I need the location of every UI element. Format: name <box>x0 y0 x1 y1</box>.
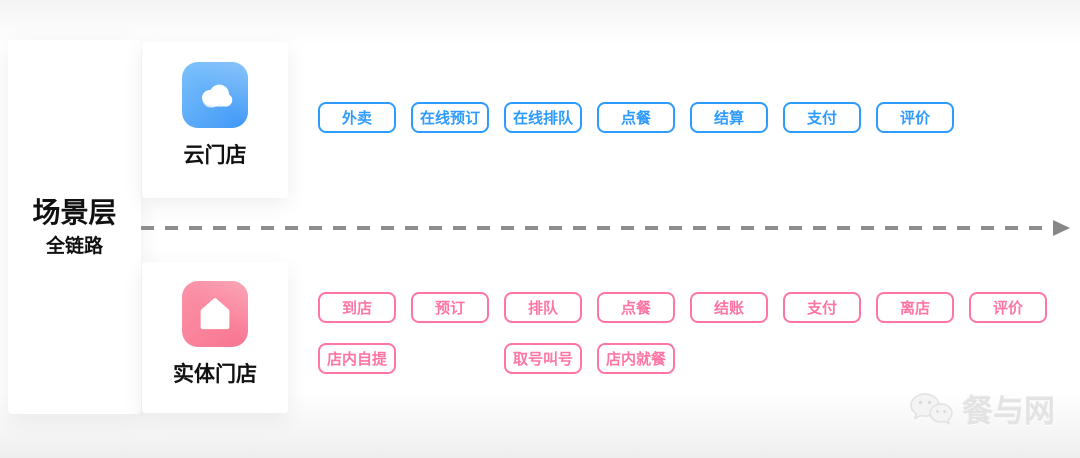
store-step-arrive: 到店 <box>318 292 396 323</box>
cloud-step-checkout: 结算 <box>690 102 768 133</box>
store-step-bill: 结账 <box>690 292 768 323</box>
store-step-order: 点餐 <box>597 292 675 323</box>
home-icon <box>182 281 248 347</box>
physical-store-label: 实体门店 <box>173 363 257 386</box>
store-step-leave: 离店 <box>876 292 954 323</box>
cloud-icon <box>182 62 248 128</box>
cloud-step-review: 评价 <box>876 102 954 133</box>
cloud-store-card: 云门店 <box>142 42 288 198</box>
watermark-text: 餐与网 <box>962 394 1055 429</box>
store-step-pay: 支付 <box>783 292 861 323</box>
wechat-chat-bubbles-icon <box>910 392 953 425</box>
scene-layer-panel: 场景层 全链路 <box>8 40 141 414</box>
store-step-ticket-number: 取号叫号 <box>504 343 582 374</box>
store-step-dine-in: 店内就餐 <box>597 343 675 374</box>
arrow-head-icon <box>1053 220 1070 236</box>
store-step-review: 评价 <box>969 292 1047 323</box>
store-step-queue: 排队 <box>504 292 582 323</box>
cloud-step-online-queue: 在线排队 <box>504 102 582 133</box>
cloud-step-online-booking: 在线预订 <box>411 102 489 133</box>
watermark: 餐与网 <box>908 386 1055 431</box>
store-step-booking: 预订 <box>411 292 489 323</box>
cloud-step-order: 点餐 <box>597 102 675 133</box>
full-chain-subtitle: 全链路 <box>45 236 103 258</box>
cloud-store-label: 云门店 <box>183 144 247 167</box>
physical-store-card: 实体门店 <box>142 262 288 413</box>
scene-layer-title: 场景层 <box>32 196 117 228</box>
cloud-step-takeout: 外卖 <box>318 102 396 133</box>
timeline-dashed-arrow <box>141 220 1070 236</box>
store-step-in-store-pickup: 店内自提 <box>318 343 396 374</box>
cloud-step-pay: 支付 <box>783 102 861 133</box>
